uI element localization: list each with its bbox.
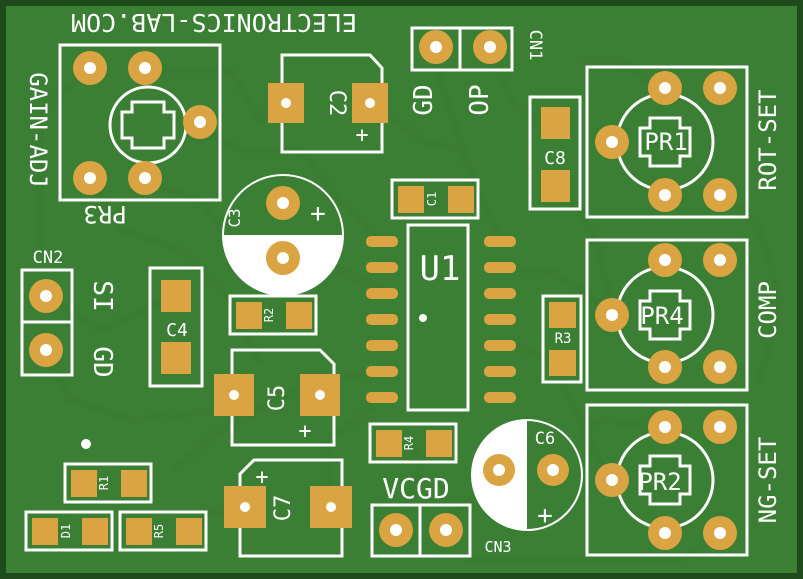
op-label: OP bbox=[465, 84, 495, 115]
r1-label: R1 bbox=[97, 476, 111, 490]
cn3-label: CN3 bbox=[484, 538, 511, 556]
c3-label: C3 bbox=[225, 208, 244, 227]
r4-resistor bbox=[368, 422, 458, 464]
c6-plus: + bbox=[537, 501, 553, 531]
gd-top-label: GD bbox=[409, 84, 439, 115]
c6-label: C6 bbox=[535, 429, 555, 449]
u1-pin bbox=[484, 236, 516, 247]
u1-pin bbox=[366, 236, 398, 247]
u1-label: U1 bbox=[420, 249, 461, 289]
c5-capacitor bbox=[214, 348, 340, 447]
r3-resistor bbox=[541, 294, 583, 384]
c8-label: C8 bbox=[544, 148, 566, 169]
c1-label: C1 bbox=[425, 192, 439, 206]
pr3-trimmer bbox=[58, 43, 222, 202]
c5-plus: + bbox=[298, 419, 311, 444]
u1-pin bbox=[484, 262, 516, 273]
ng-set-label: NG-SET bbox=[754, 437, 782, 524]
d1-diode bbox=[24, 510, 114, 552]
cn3-connector bbox=[370, 503, 472, 558]
c2-capacitor bbox=[268, 53, 388, 154]
r5-label: R5 bbox=[152, 524, 166, 538]
c2-label: C2 bbox=[324, 90, 349, 117]
r2-resistor bbox=[228, 294, 318, 336]
u1-pin bbox=[366, 366, 398, 377]
c6-capacitor bbox=[471, 419, 583, 531]
pr3-label: PR3 bbox=[83, 200, 126, 228]
copper-traces bbox=[36, 41, 784, 564]
c4-label: C4 bbox=[166, 320, 188, 341]
r1-resistor bbox=[63, 439, 153, 504]
r4-label: R4 bbox=[402, 436, 416, 450]
u1-pin bbox=[484, 366, 516, 377]
comp-label: COMP bbox=[754, 281, 782, 339]
si-label: SI bbox=[87, 280, 117, 311]
r2-label: R2 bbox=[262, 308, 276, 322]
rot-set-label: ROT-SET bbox=[754, 89, 782, 190]
c2-plus: + bbox=[355, 123, 368, 148]
d1-label: D1 bbox=[59, 524, 73, 538]
gd-left-label: GD bbox=[87, 346, 117, 377]
c7-label: C7 bbox=[271, 495, 296, 522]
c4-capacitor bbox=[148, 266, 204, 388]
u1-pin bbox=[366, 262, 398, 273]
pr2-trimmer bbox=[585, 403, 749, 557]
r3-label: R3 bbox=[555, 331, 572, 347]
c7-capacitor bbox=[224, 458, 352, 558]
pr2-label: PR2 bbox=[638, 468, 681, 496]
pr4-label: PR4 bbox=[640, 302, 683, 330]
pr4-trimmer bbox=[585, 238, 749, 392]
cn2-connector bbox=[20, 268, 74, 377]
u1-pin bbox=[484, 288, 516, 299]
u1-pin bbox=[366, 288, 398, 299]
c3-plus: + bbox=[310, 199, 326, 229]
cn2-label: CN2 bbox=[33, 248, 64, 268]
u1-pin bbox=[484, 340, 516, 351]
cn1-label: CN1 bbox=[525, 30, 545, 61]
c1-capacitor bbox=[390, 178, 480, 220]
c8-capacitor bbox=[528, 95, 582, 211]
website-label: ELECTRONICS-LAB.COM bbox=[71, 8, 357, 37]
c3-capacitor bbox=[222, 174, 344, 296]
vcgd-label: VCGD bbox=[382, 472, 449, 505]
r5-resistor bbox=[118, 510, 208, 552]
gain-adj-label: GAIN-ADJ bbox=[24, 72, 52, 188]
u1-pin bbox=[484, 314, 516, 325]
u1-ic bbox=[366, 223, 516, 412]
u1-pin bbox=[366, 340, 398, 351]
c7-plus: + bbox=[255, 465, 268, 490]
pr1-label: PR1 bbox=[644, 128, 687, 156]
u1-pin bbox=[366, 392, 398, 403]
c5-label: C5 bbox=[265, 385, 290, 412]
pr1-trimmer bbox=[585, 65, 749, 219]
u1-pin bbox=[484, 392, 516, 403]
cn1-connector bbox=[410, 26, 514, 72]
u1-pin bbox=[366, 314, 398, 325]
